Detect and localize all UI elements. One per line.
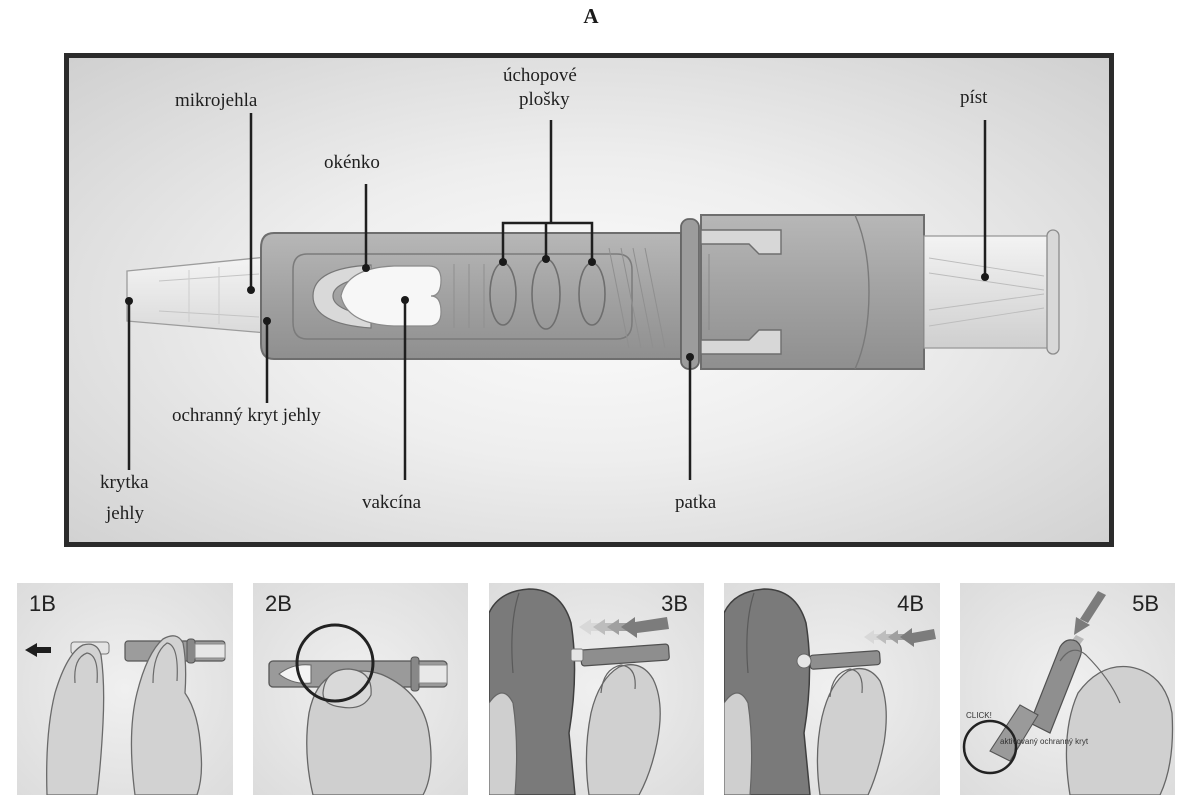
- step-1b-number: 1B: [29, 591, 56, 616]
- rear-housing-shape: [700, 214, 925, 370]
- label-vakcina: vakcína: [362, 492, 422, 513]
- needle-cap-shape: [126, 256, 268, 334]
- device-diagram-panel: mikrojehla okénko úchopové plošky píst o…: [64, 53, 1114, 547]
- push-arrows-icon: [864, 628, 936, 647]
- step-4b-number: 4B: [897, 591, 924, 616]
- syringe-illustration: [125, 113, 1060, 480]
- highlight-circle-icon: [295, 623, 375, 703]
- label-patka: patka: [675, 492, 717, 513]
- label-uchopove: úchopové: [503, 65, 577, 86]
- callout-lines: [127, 113, 987, 480]
- step-3b-panel: 3B: [489, 583, 704, 795]
- arrow-left-icon: [25, 643, 51, 657]
- step-5b-panel: 5B CLICK! aktivovaný ochranný kryt: [960, 583, 1175, 795]
- activated-shield-text: aktivovaný ochranný kryt: [1000, 737, 1089, 746]
- step-5b-illustration: [962, 591, 1174, 795]
- figure-letter: A: [583, 4, 599, 28]
- syringe-body-shape: [260, 232, 682, 360]
- step-4b-illustration: [724, 588, 936, 795]
- label-pist: píst: [960, 87, 988, 108]
- step-1b-illustration: [25, 635, 226, 795]
- step-2b-illustration: [268, 623, 448, 795]
- label-jehly: jehly: [106, 503, 144, 524]
- plunger-shape: [923, 229, 1060, 355]
- label-krytka: krytka: [100, 472, 149, 493]
- step-3b-number: 3B: [661, 591, 688, 616]
- flange-shape: [680, 218, 700, 370]
- step-1b-panel: 1B: [17, 583, 233, 795]
- label-ochranny-kryt: ochranný kryt jehly: [172, 405, 321, 426]
- step-2b-number: 2B: [265, 591, 292, 616]
- step-4b-panel: 4B: [724, 583, 940, 795]
- push-arrows-icon: [579, 617, 669, 638]
- label-okenko: okénko: [324, 152, 380, 173]
- highlight-circle-icon: [962, 719, 1018, 775]
- push-down-arrows-icon: [1070, 591, 1106, 647]
- step-3b-illustration: [489, 588, 670, 795]
- click-text: CLICK!: [966, 711, 992, 720]
- label-plosky: plošky: [519, 89, 570, 110]
- callout-dots: [125, 255, 989, 361]
- step-5b-number: 5B: [1132, 591, 1159, 616]
- label-mikrojehla: mikrojehla: [175, 90, 258, 111]
- step-2b-panel: 2B: [253, 583, 468, 795]
